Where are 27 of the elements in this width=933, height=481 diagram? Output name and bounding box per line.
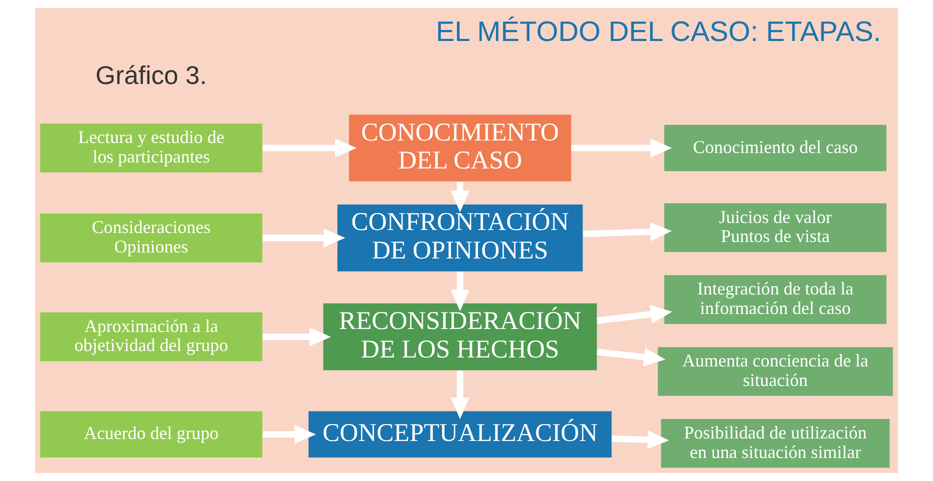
arrow [262,138,357,158]
node-box: Consideraciones Opiniones [40,214,262,262]
node-box: Integración de toda la información del caso [664,275,886,324]
node-box: Lectura y estudio de los participantes [40,124,262,172]
arrow [596,348,666,366]
arrow [450,182,470,212]
arrow [450,272,470,312]
arrow [612,430,670,450]
node-box: CONCEPTUALIZACIÓN [308,411,612,458]
node-box: Conocimiento del caso [664,124,886,172]
node-box: Posibilidad de utilización en una situación similar [661,419,890,468]
arrow [262,327,331,346]
node-box: Acuerdo del grupo [40,411,262,458]
node-box: Juicios de valor Puntos de vista [664,203,886,252]
node-box: RECONSIDERACIÓN DE LOS HECHOS [323,303,597,370]
arrow [262,228,346,248]
diagram-title: EL MÉTODO DEL CASO: ETAPAS. [436,14,882,47]
arrow [583,222,672,242]
label: Gráfico 3. [96,62,207,90]
arrow [571,138,672,158]
node-box: CONOCIMIENTO DEL CASO [349,114,572,182]
node-box: Aproximación a la objetividad del grupo [40,312,262,362]
arrow [596,304,672,324]
node-box: CONFRONTACIÓN DE OPINIONES [337,204,583,272]
node-box: Aumenta conciencia de la situación [658,347,893,396]
arrow [450,370,470,420]
arrow [262,425,316,444]
